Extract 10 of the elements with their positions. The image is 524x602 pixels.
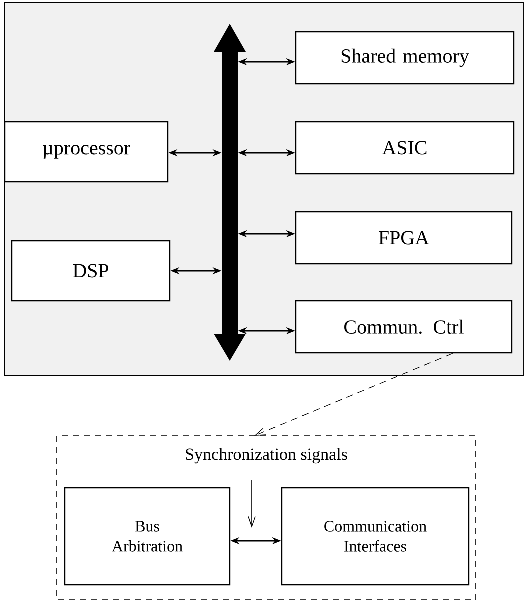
process-box: DSP [11, 240, 171, 302]
process-box: µprocessor [4, 121, 169, 183]
process-box: Communication Interfaces [281, 487, 470, 586]
process-box: ASIC [295, 121, 515, 175]
arrow [254, 353, 454, 436]
process-box: Shared memory [295, 31, 515, 85]
bus-arrow [214, 24, 246, 361]
process-box: Bus Arbitration [64, 487, 231, 586]
process-box: Commun. Ctrl [295, 300, 513, 354]
process-box: FPGA [295, 211, 513, 265]
